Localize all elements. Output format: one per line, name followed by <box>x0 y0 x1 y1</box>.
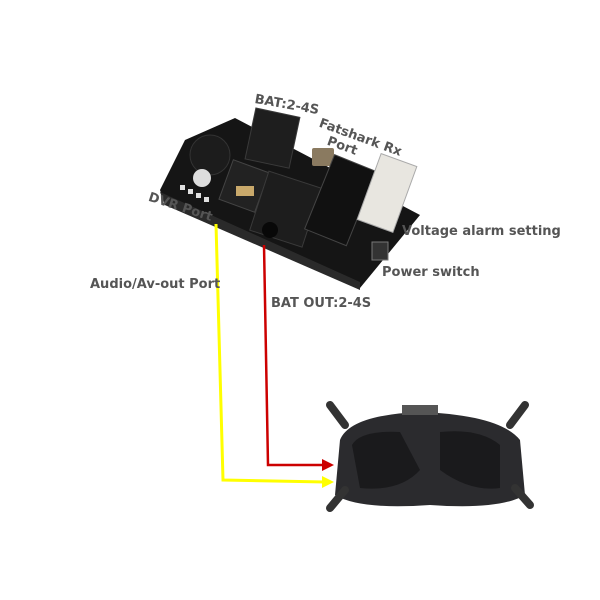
bat-out-cable <box>262 244 334 471</box>
bat-in-jack <box>244 107 301 169</box>
dip-switch <box>356 152 418 234</box>
label-audio-av-out: Audio/Av-out Port <box>90 277 221 292</box>
label-power-switch: Power switch <box>382 265 480 280</box>
fpv-goggles <box>326 401 534 512</box>
pcb-board <box>160 107 420 290</box>
audio-av-cable <box>214 223 334 488</box>
power-switch <box>371 241 389 261</box>
label-bat-out: BAT OUT:2-4S <box>271 296 372 311</box>
buzzer <box>189 134 231 176</box>
inductor <box>312 148 334 166</box>
label-voltage-alarm: Voltage alarm setting <box>402 224 561 239</box>
